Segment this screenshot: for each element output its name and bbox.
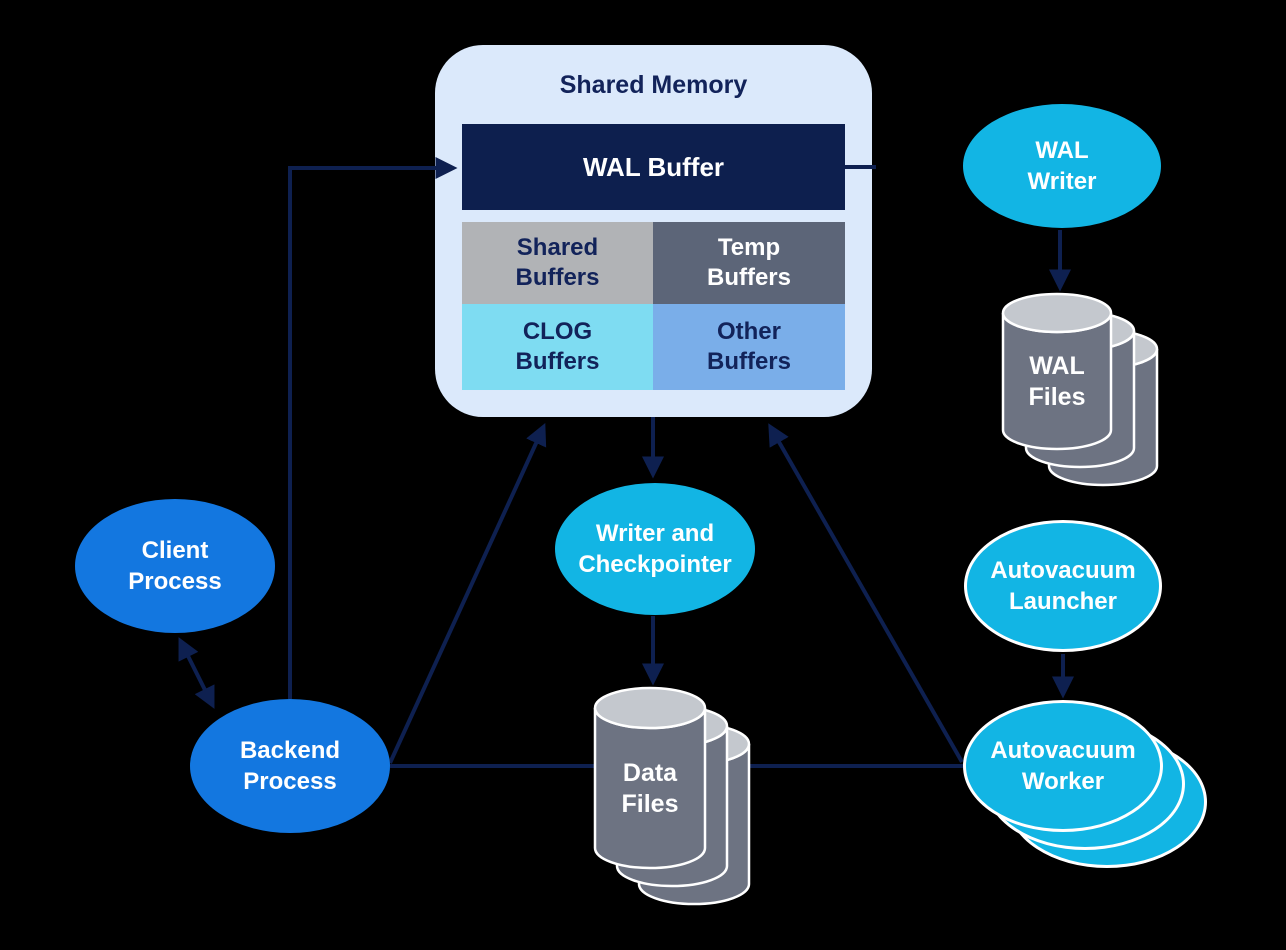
autovacuum-worker-node: Autovacuum Worker [963, 700, 1163, 832]
autovacuum-launcher-node: Autovacuum Launcher [964, 520, 1162, 652]
arrow-backend-to-wal-buffer [288, 157, 458, 699]
wal-files-cylinder [1001, 292, 1159, 487]
wal-writer-label: WAL Writer [1027, 136, 1097, 195]
writer-checkpointer-label: Writer and Checkpointer [578, 519, 732, 578]
client-process-label: Client Process [128, 536, 222, 595]
autovacuum-worker-label: Autovacuum Worker [990, 736, 1136, 795]
cylinder-front [593, 686, 707, 870]
temp-buffers-cell [653, 222, 845, 304]
shared-buffers-cell [462, 222, 653, 304]
backend-process-node: Backend Process [190, 699, 390, 833]
clog-buffers-cell [462, 304, 653, 390]
wal-buffer-bar [462, 124, 845, 210]
autovacuum-launcher-label: Autovacuum Launcher [990, 556, 1136, 615]
arrow-client-backend-bidirectional [178, 637, 215, 709]
other-buffers-cell [653, 304, 845, 390]
arrow-autovacuum-worker-to-shared-memory [768, 423, 964, 763]
wal-writer-node: WAL Writer [963, 104, 1161, 228]
arrow-backend-to-shared-memory [388, 422, 547, 764]
data-files-cylinder [593, 686, 751, 906]
client-process-node: Client Process [75, 499, 275, 633]
writer-checkpointer-node: Writer and Checkpointer [555, 483, 755, 615]
cylinder-front [1001, 292, 1113, 451]
backend-process-label: Backend Process [239, 736, 341, 795]
